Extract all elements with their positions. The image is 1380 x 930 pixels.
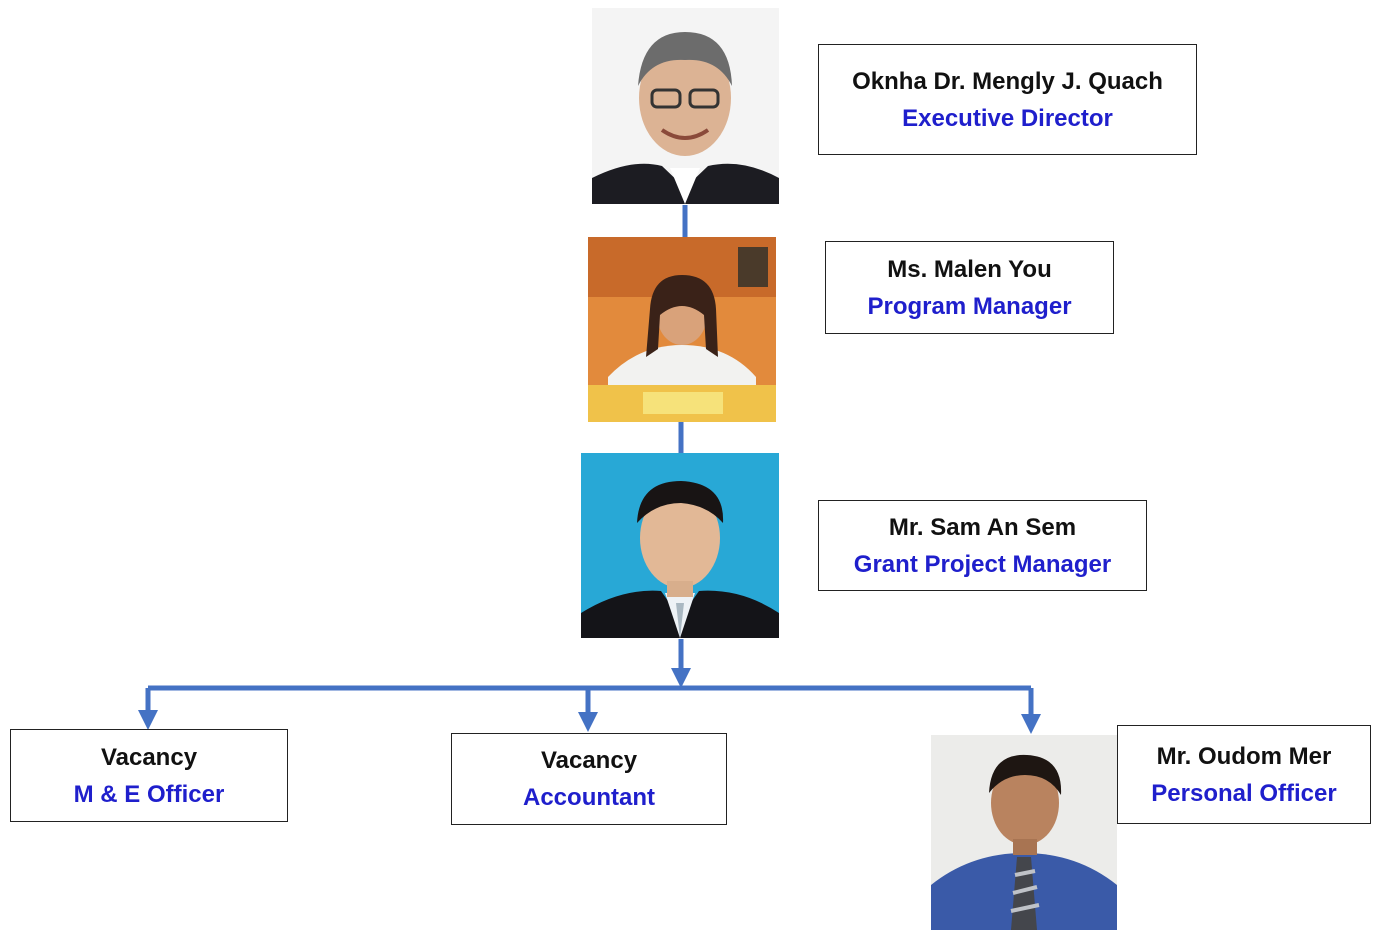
photo-program-manager	[588, 237, 776, 422]
node-program-manager: Ms. Malen You Program Manager	[825, 241, 1114, 334]
grant-project-manager-role: Grant Project Manager	[853, 550, 1112, 578]
node-accountant: Vacancy Accountant	[451, 733, 727, 825]
personal-officer-name: Mr. Oudom Mer	[1156, 742, 1332, 770]
executive-director-name: Oknha Dr. Mengly J. Quach	[852, 67, 1163, 95]
portrait-young-man-blue-background-icon	[581, 453, 779, 638]
photo-personal-officer	[931, 735, 1117, 930]
executive-director-role: Executive Director	[902, 104, 1113, 132]
portrait-man-glasses-suit-icon	[592, 8, 779, 204]
portrait-woman-at-desk-icon	[588, 237, 776, 422]
program-manager-name: Ms. Malen You	[887, 255, 1052, 283]
node-personal-officer: Mr. Oudom Mer Personal Officer	[1117, 725, 1371, 824]
me-officer-role: M & E Officer	[73, 780, 225, 808]
program-manager-role: Program Manager	[867, 292, 1072, 320]
node-grant-project-manager: Mr. Sam An Sem Grant Project Manager	[818, 500, 1147, 591]
photo-grant-project-manager	[581, 453, 779, 638]
portrait-man-blue-shirt-tie-icon	[931, 735, 1117, 930]
photo-executive-director	[592, 8, 779, 204]
me-officer-name: Vacancy	[100, 743, 198, 771]
grant-project-manager-name: Mr. Sam An Sem	[888, 513, 1077, 541]
node-me-officer: Vacancy M & E Officer	[10, 729, 288, 822]
accountant-role: Accountant	[523, 784, 655, 811]
node-executive-director: Oknha Dr. Mengly J. Quach Executive Dire…	[818, 44, 1197, 155]
personal-officer-role: Personal Officer	[1151, 779, 1337, 807]
accountant-name: Vacancy	[540, 747, 638, 774]
